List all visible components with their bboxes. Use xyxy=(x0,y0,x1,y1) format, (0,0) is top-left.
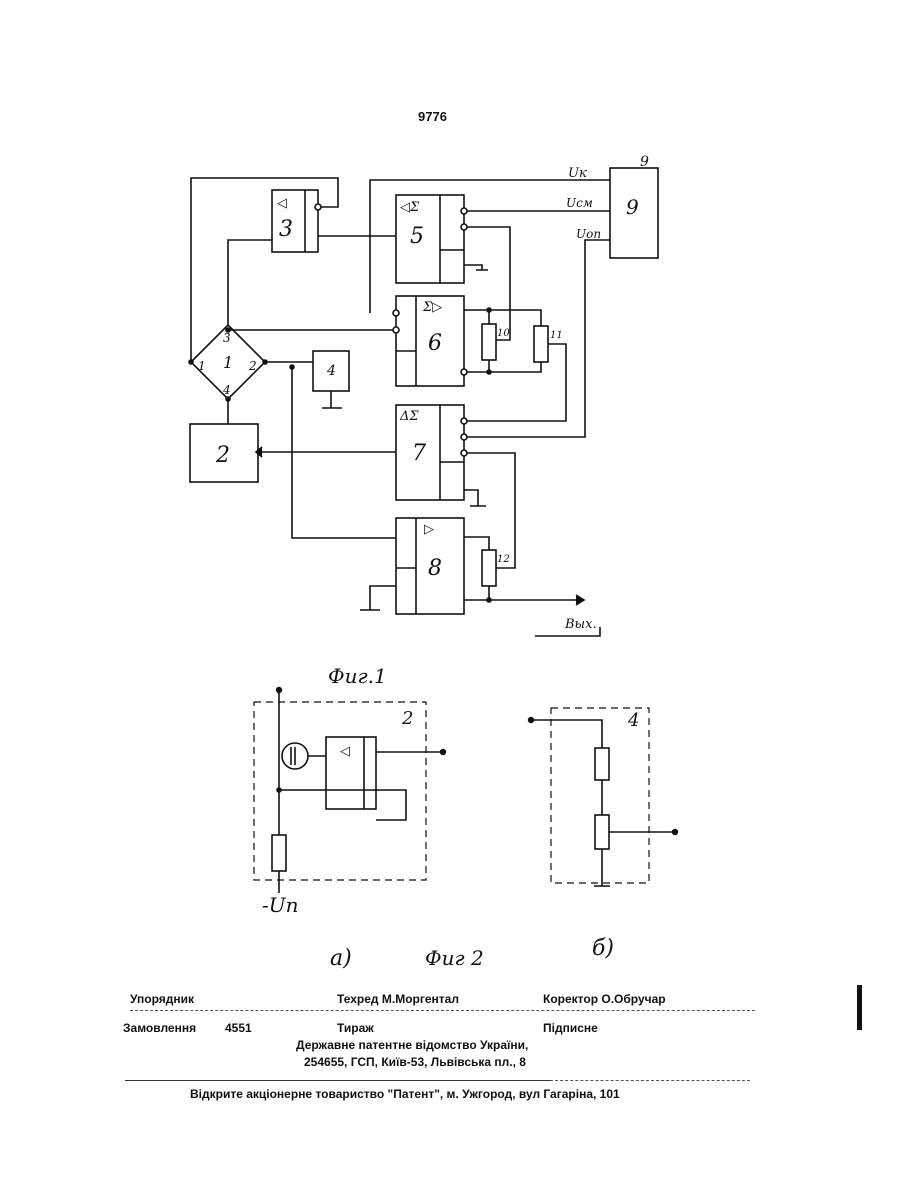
fig2b-block-number: 4 xyxy=(627,710,639,731)
subscription-label: Підписне xyxy=(543,1021,598,1035)
fig2b-potentiometer xyxy=(595,815,609,849)
printer-line: Відкрите акціонерне товариство "Патент",… xyxy=(190,1087,620,1101)
signal-uk: Uк xyxy=(568,166,587,181)
circulation-label: Тираж xyxy=(337,1021,374,1035)
resistor-12 xyxy=(482,550,496,586)
block-5-symbol: ◁Σ xyxy=(400,200,420,215)
order-label: Замовлення xyxy=(123,1021,196,1035)
bridge-1-corner-1: 1 xyxy=(198,359,206,373)
order-number: 4551 xyxy=(225,1021,252,1035)
block-4-number: 4 xyxy=(326,363,336,379)
fig2a-amplifier xyxy=(326,737,376,809)
bridge-1-number: 1 xyxy=(223,353,233,372)
resistor-11 xyxy=(534,326,548,362)
bridge-1-corner-2: 2 xyxy=(248,359,257,373)
footer-rule-bottom xyxy=(125,1080,550,1081)
techred-label: Техред М.Моргентал xyxy=(337,992,459,1006)
block-5-number: 5 xyxy=(410,224,424,249)
block-8-number: 8 xyxy=(428,556,442,581)
fig2-label-a: а) xyxy=(330,946,352,971)
fig2a-block-number: 2 xyxy=(401,708,413,729)
resistor-11-label: 11 xyxy=(550,330,563,341)
block-8-symbol: ▷ xyxy=(424,522,434,537)
signal-uop: Uоп xyxy=(576,227,601,241)
block-9-number: 9 xyxy=(626,195,639,219)
office-line-1: Державне патентне відомство України, xyxy=(296,1038,528,1052)
bridge-1-corner-3: 3 xyxy=(223,331,231,345)
resistor-10-label: 10 xyxy=(497,328,510,339)
block-3-number: 3 xyxy=(279,217,293,242)
compiler-label: Упорядник xyxy=(130,992,194,1006)
block-9-top-label: 9 xyxy=(640,154,649,170)
margin-mark xyxy=(857,985,862,1030)
resistor-10 xyxy=(482,324,496,360)
block-2-number: 2 xyxy=(215,443,230,468)
footer-rule-top xyxy=(130,1010,755,1011)
bridge-1-corner-4: 4 xyxy=(222,383,231,397)
fig2-caption: Фиг 2 xyxy=(425,946,484,970)
output-label: Вых. xyxy=(564,617,597,632)
resistor-12-label: 12 xyxy=(497,554,510,565)
block-6-symbol: Σ▷ xyxy=(422,300,442,315)
fig2a-amplifier-symbol: ◁ xyxy=(340,744,350,759)
block-7-symbol: ΔΣ xyxy=(399,409,419,424)
fig2a-resistor xyxy=(272,835,286,871)
fig2a-supply-label: -Uп xyxy=(262,893,299,917)
block-6-number: 6 xyxy=(428,331,442,356)
block-7-number: 7 xyxy=(412,441,426,466)
block-3-symbol: ◁ xyxy=(277,196,287,211)
office-line-2: 254655, ГСП, Київ-53, Львівська пл., 8 xyxy=(304,1055,526,1069)
footer-rule-bottom-dashed xyxy=(550,1080,750,1081)
corrector-label: Коректор О.Обручар xyxy=(543,992,666,1006)
fig2b-resistor xyxy=(595,748,609,780)
signal-ucm: Uсм xyxy=(566,196,593,210)
fig2-label-b: б) xyxy=(592,936,614,961)
fig1-caption: Фиг.1 xyxy=(328,664,387,688)
